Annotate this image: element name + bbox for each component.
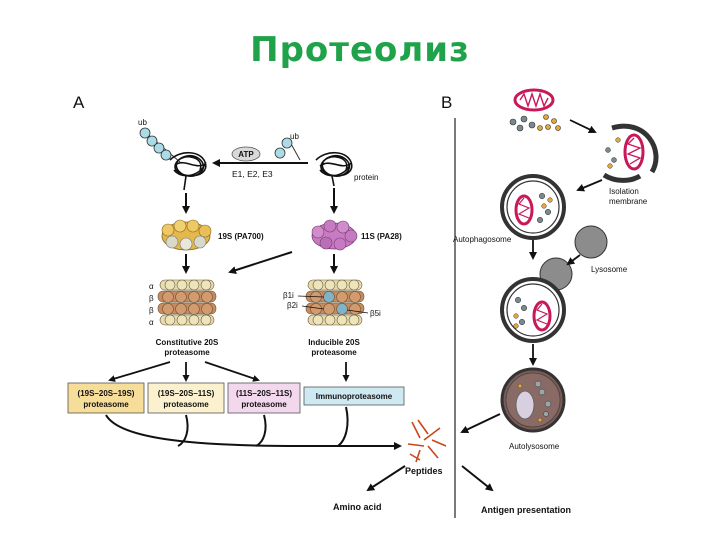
inducible-20s-icon [305, 279, 365, 326]
isolation-label-2: membrane [609, 197, 648, 206]
box-19s-20s-11s: (19S–20S–11S) proteasome [147, 382, 225, 414]
arrow-antigen [461, 465, 494, 492]
ub-label-left: ub [138, 118, 147, 127]
ring-alpha-bottom: α [149, 318, 154, 327]
arrow-lysosome [566, 254, 581, 266]
cap-11s-label: 11S (PA28) [361, 232, 402, 241]
arrow-amino-acid [366, 465, 406, 492]
merge-curves [105, 406, 402, 450]
beta-2i-label: β2i [287, 301, 298, 310]
isolation-membrane-icon [602, 123, 659, 183]
arrow-cross [228, 251, 293, 274]
ring-beta-top: β [149, 294, 154, 303]
box-11s-20s-11s: (11S–20S–11S) proteasome [227, 382, 301, 414]
panel-a-letter: A [73, 93, 85, 112]
arrow-box1 [108, 361, 171, 382]
arrow-box3 [204, 361, 260, 382]
inducible-label-1: Inducible 20S [308, 338, 360, 347]
constitutive-label-2: proteasome [164, 348, 210, 357]
box3-line2: proteasome [241, 400, 287, 409]
beta-1i-pointer [297, 295, 325, 298]
free-ubiquitin-icon [274, 137, 301, 161]
box-immunoproteasome: Immunoproteasome [303, 386, 405, 406]
beta-5i-pointer [346, 309, 369, 314]
box4-label: Immunoproteasome [316, 392, 393, 401]
fused-vesicle-icon [500, 277, 566, 343]
peptides-label: Peptides [405, 466, 443, 476]
antigen-label: Antigen presentation [481, 505, 571, 515]
autolysosome-icon [500, 367, 566, 433]
ubiquitinated-protein-icon [169, 151, 207, 191]
box2-line1: (19S–20S–11S) [158, 389, 215, 398]
arrow-to-peptides [460, 413, 501, 434]
mitochondrion-icon [513, 88, 555, 112]
atp-label: ATP [238, 150, 254, 159]
box2-line2: proteasome [163, 400, 209, 409]
lysosome-label: Lysosome [591, 265, 628, 274]
cap-19s-label: 19S (PA700) [218, 232, 264, 241]
constitutive-20s-icon [157, 279, 217, 326]
protein-label: protein [354, 173, 378, 182]
amino-acid-label: Amino acid [333, 502, 382, 512]
ring-beta-bottom: β [149, 306, 154, 315]
box1-line1: (19S–20S–19S) [78, 389, 135, 398]
autolysosome-label: Autolysosome [509, 442, 560, 451]
ubiquitin-chain-icon [139, 127, 181, 163]
lysosome-icon-1 [574, 225, 608, 259]
arrow-to-isolation [569, 119, 597, 134]
beta-1i-label: β1i [283, 291, 294, 300]
beta-5i-label: β5i [370, 309, 381, 318]
panel-b-letter: B [441, 93, 452, 112]
box-19s-20s-19s: (19S–20S–19S) proteasome [67, 382, 145, 414]
atp-pill [231, 146, 261, 162]
beta-2i-pointer [301, 305, 325, 310]
box1-line2: proteasome [83, 400, 129, 409]
constitutive-label-1: Constitutive 20S [156, 338, 219, 347]
cargo-dots [509, 114, 561, 132]
autophagosome-label: Autophagosome [453, 235, 512, 244]
ub-label-right: ub [290, 132, 299, 141]
isolation-label-1: Isolation [609, 187, 639, 196]
cap-11s-icon [311, 219, 358, 251]
ring-alpha-top: α [149, 282, 154, 291]
protein-icon [315, 151, 353, 187]
inducible-label-2: proteasome [311, 348, 357, 357]
arrow-to-autophagosome [576, 179, 603, 192]
autophagosome-icon [500, 174, 566, 240]
slide-title: Протеолиз [250, 30, 470, 70]
enzymes-label: E1, E2, E3 [232, 169, 273, 179]
box3-line1: (11S–20S–11S) [236, 389, 292, 398]
cap-19s-icon [161, 219, 212, 251]
peptides-icon [407, 419, 447, 463]
